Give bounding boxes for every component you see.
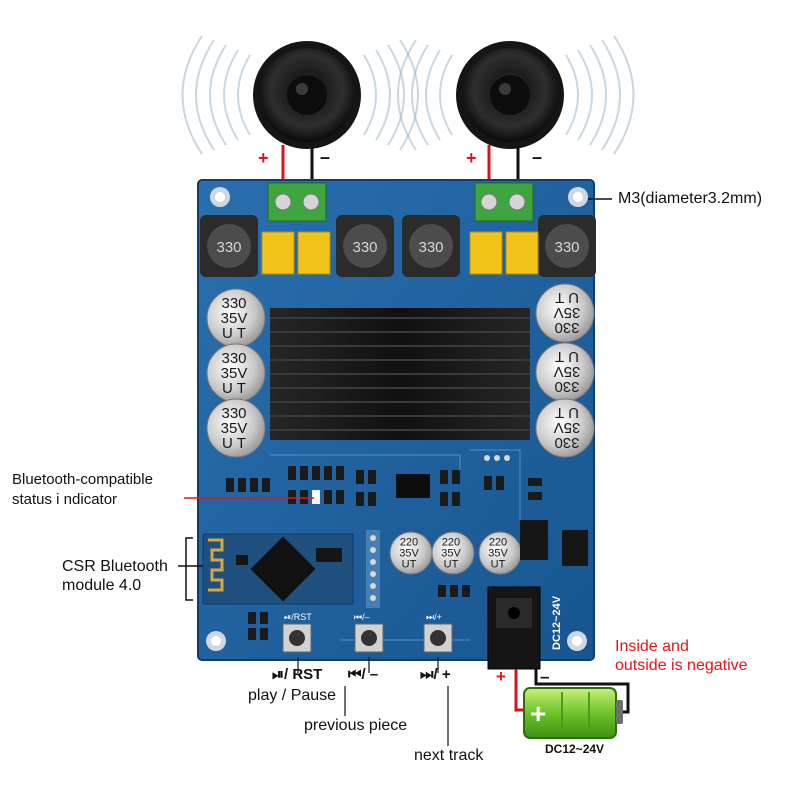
battery-plus-symbol: + [530,698,546,729]
pcb-button-label-2: ⏮/– [354,612,370,622]
dc-minus: – [540,667,549,686]
inductor-3: 330 [402,215,460,277]
bluetooth-module [202,533,354,605]
smd-components [226,466,588,640]
capacitor-marking: 35V [488,548,508,560]
heatsink [270,308,530,440]
dc-plus: + [496,667,506,686]
capacitor-marking: 35V [221,310,248,327]
film-capacitors [261,231,539,275]
capacitor-marking: 220 [489,537,507,549]
sound-waves-right [397,35,635,155]
capacitor-marking: 35V [554,363,581,380]
capacitor-marking: 220 [442,537,460,549]
bt-indicator-label-line1: Bluetooth-compatible [12,471,153,488]
header-pins [366,455,510,608]
battery-icon [523,687,623,739]
capacitor-marking: 330 [221,295,246,312]
mount-hole-label: M3(diameter3.2mm) [618,190,763,207]
capacitor-marking: 330 [554,434,579,451]
capacitor-marking: 330 [221,405,246,422]
speaker-left [253,41,361,149]
capacitor-marking: 35V [554,419,581,436]
inductor-1: 330 [200,215,258,277]
capacitor-marking: 330 [554,319,579,336]
status-led [313,492,319,500]
capacitor-marking: 35V [399,548,419,560]
capacitor-marking: 35V [554,304,581,321]
dc-jack [487,586,541,670]
left-speaker-minus: – [320,147,330,167]
right-speaker-plus: + [466,148,477,168]
pcb-button-label-1: ⏯/RST [284,612,312,622]
capacitor-marking: 35V [221,365,248,382]
negative-label-line2: outside is negative [615,657,748,674]
button-play-rst[interactable] [282,623,312,653]
sound-waves-left [181,35,419,155]
previous-symbol: ⏮/ – [348,666,379,683]
csr-label-line1: CSR Bluetooth [62,558,168,575]
button-previous[interactable] [354,623,384,653]
play-pause-label: play / Pause [248,687,337,704]
inductor-4: 330 [538,215,596,277]
csr-label-line2: module 4.0 [62,577,142,594]
button-next[interactable] [423,623,453,653]
capacitor-marking: 220 [400,537,418,549]
capacitor-marking: U T [555,289,579,306]
capacitor-marking: U T [222,435,246,452]
speaker-terminal-left [267,182,327,222]
inductor-marking: 330 [554,239,579,256]
inductor-marking: 330 [418,239,443,256]
left-speaker-plus: + [258,148,269,168]
inductor-2: 330 [336,215,394,277]
play-rst-symbol: ⏯/ RST [272,666,323,683]
capacitor-marking: UT [402,558,417,570]
inductor-marking: 330 [216,239,241,256]
mount-holes [206,187,588,651]
inductor-marking: 330 [352,239,377,256]
bt-indicator-label-line2: status i ndicator [12,491,118,508]
battery-label: DC12~24V [545,742,604,756]
annotation-lines [178,198,612,746]
pcb-button-label-3: ⏭/+ [426,612,442,622]
capacitor-marking: U T [555,404,579,421]
speaker-right [456,41,564,149]
previous-piece-label: previous piece [304,717,408,734]
speaker-terminal-right [474,182,534,222]
capacitor-marking: U T [222,325,246,342]
negative-label-line1: Inside and [615,638,689,655]
capacitor-marking: U T [555,348,579,365]
inductors: 330 330 330 330 [200,215,596,277]
capacitor-marking: 35V [221,420,248,437]
next-symbol: ⏭/ + [420,666,451,683]
capacitor-marking: UT [491,558,506,570]
capacitor-marking: UT [444,558,459,570]
right-speaker-minus: – [532,147,542,167]
capacitor-marking: U T [222,380,246,397]
capacitor-marking: 330 [221,350,246,367]
dc-jack-board-label: DC12~24V [551,595,563,650]
next-track-label: next track [414,747,484,764]
capacitor-marking: 330 [554,378,579,395]
capacitor-marking: 35V [441,548,461,560]
battery-wires [514,669,630,714]
